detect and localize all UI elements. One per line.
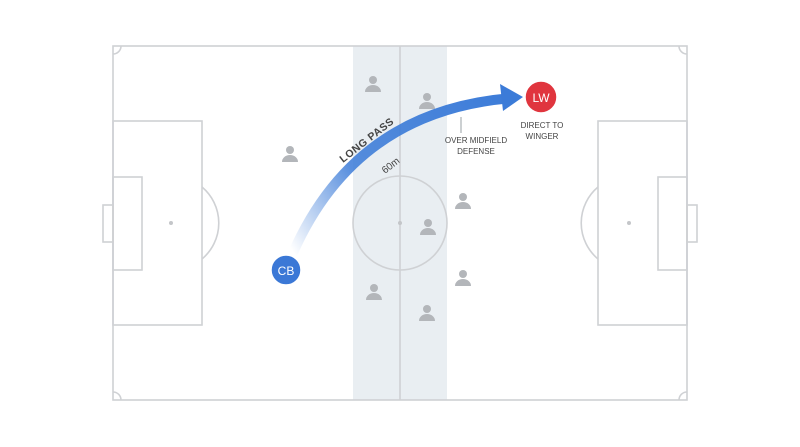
center-spot (398, 221, 402, 225)
person-icon (365, 76, 381, 92)
receiver-badge: LW (524, 80, 558, 114)
left-penalty-spot (169, 221, 173, 225)
person-icon (282, 146, 298, 162)
corner-arc-tr (678, 45, 688, 55)
person-icon (455, 193, 471, 209)
person-icon (366, 284, 382, 300)
right-goal (686, 204, 698, 243)
right-penalty-area (597, 120, 688, 326)
person-icon (420, 219, 436, 235)
pass-arrow (292, 84, 523, 255)
right-goal-area (657, 176, 688, 271)
corner-arc-br (678, 391, 688, 401)
passer-label: CB (278, 264, 295, 278)
left-penalty-area (112, 120, 203, 326)
target-note-line-2: WINGER (526, 132, 559, 141)
person-icon (419, 93, 435, 109)
pitch-markings (102, 45, 698, 401)
receiver-label: LW (532, 91, 550, 105)
corner-arc-bl (112, 391, 122, 401)
left-goal-area (112, 176, 143, 271)
person-icon (419, 305, 435, 321)
person-icon (455, 270, 471, 286)
corner-arc-tl (112, 45, 122, 55)
arrow-head-icon (500, 84, 523, 111)
left-penalty-arc (201, 186, 220, 260)
target-note-line-1: DIRECT TO (521, 121, 564, 130)
right-penalty-arc (580, 186, 599, 260)
passer-badge: CB (270, 254, 302, 286)
right-penalty-spot (627, 221, 631, 225)
center-circle (352, 175, 448, 271)
defender-icons (282, 76, 471, 321)
annotation-line-2: DEFENSE (457, 147, 495, 156)
annotation-line-1: OVER MIDFIELD (445, 136, 507, 145)
left-goal (102, 204, 114, 243)
